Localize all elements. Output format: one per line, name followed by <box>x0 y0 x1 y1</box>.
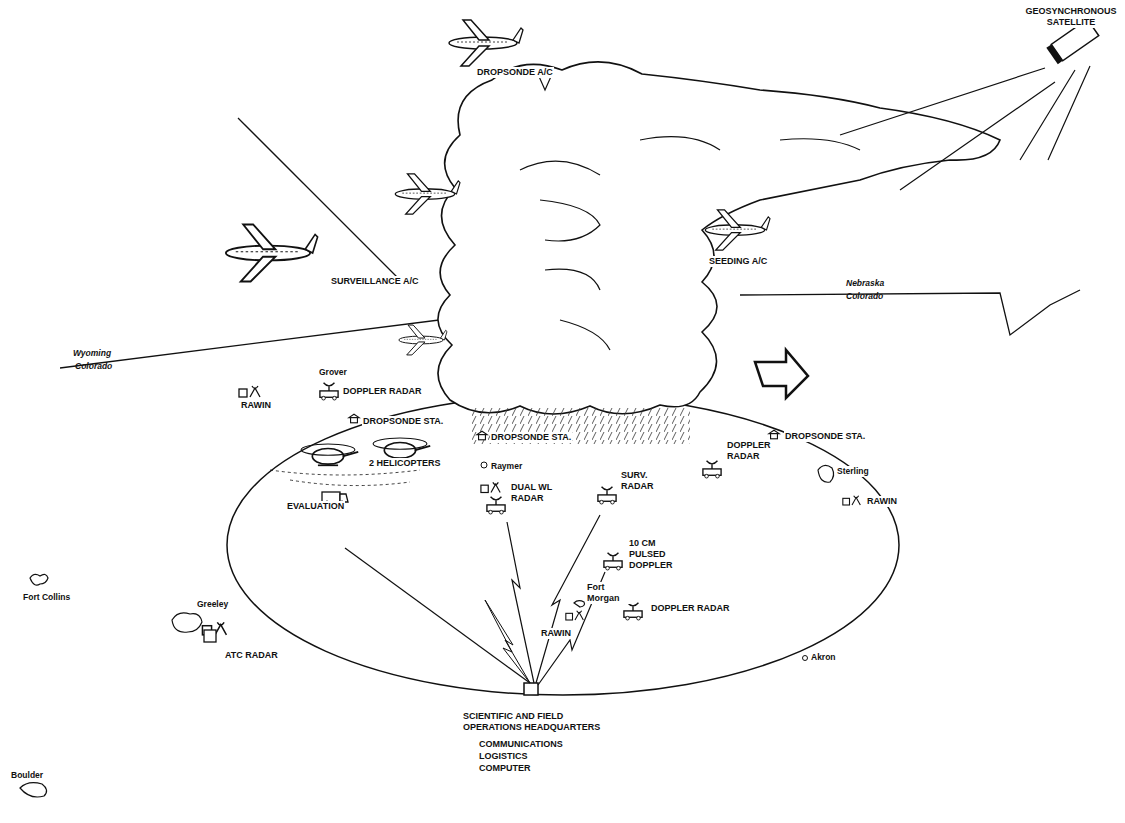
state-name: Colorado <box>74 361 113 372</box>
station-label: ATC RADAR <box>224 650 279 661</box>
station-label: DOPPLER RADAR <box>342 386 423 397</box>
station-label: DROPSONDE STA. <box>362 416 444 427</box>
station-label: DROPSONDE STA. <box>784 431 866 442</box>
station-label: RAWIN <box>540 628 572 639</box>
town-name: Greeley <box>196 599 229 610</box>
station-label: EVALUATION <box>286 501 345 512</box>
satellite-label: GEOSYNCHRONOUS SATELLITE <box>1021 6 1121 28</box>
aircraft-label: SURVEILLANCE A/C <box>330 276 420 287</box>
state-name: Wyoming <box>72 348 112 359</box>
station-label: DROPSONDE STA. <box>490 432 572 443</box>
station-label: DUAL WL RADAR <box>510 482 556 504</box>
headquarters-item: COMPUTER <box>478 763 532 774</box>
station-label: 2 HELICOPTERS <box>368 458 442 469</box>
station-label: SURV. RADAR <box>620 470 662 492</box>
state-name: Colorado <box>845 291 884 302</box>
state-name: Nebraska <box>845 278 885 289</box>
headquarters-item: COMMUNICATIONS <box>478 739 564 750</box>
town-name: Fort Collins <box>22 592 71 603</box>
town-name: Akron <box>810 652 837 663</box>
station-label: DOPPLER RADAR <box>650 603 731 614</box>
town-name: Grover <box>318 367 348 378</box>
station-label: DOPPLER RADAR <box>726 440 782 462</box>
town-name: Fort Morgan <box>586 582 634 604</box>
town-name: Raymer <box>490 461 523 472</box>
headquarters-label: SCIENTIFIC AND FIELD OPERATIONS HEADQUAR… <box>462 711 614 733</box>
station-label: RAWIN <box>240 400 272 411</box>
aircraft-label: SEEDING A/C <box>708 256 768 267</box>
station-label: RAWIN <box>866 496 898 507</box>
town-name: Boulder <box>10 770 44 781</box>
headquarters-item: LOGISTICS <box>478 751 529 762</box>
station-label: 10 CM PULSED DOPPLER <box>628 538 692 571</box>
aircraft-label: DROPSONDE A/C <box>476 67 554 78</box>
town-name: Sterling <box>836 466 870 477</box>
